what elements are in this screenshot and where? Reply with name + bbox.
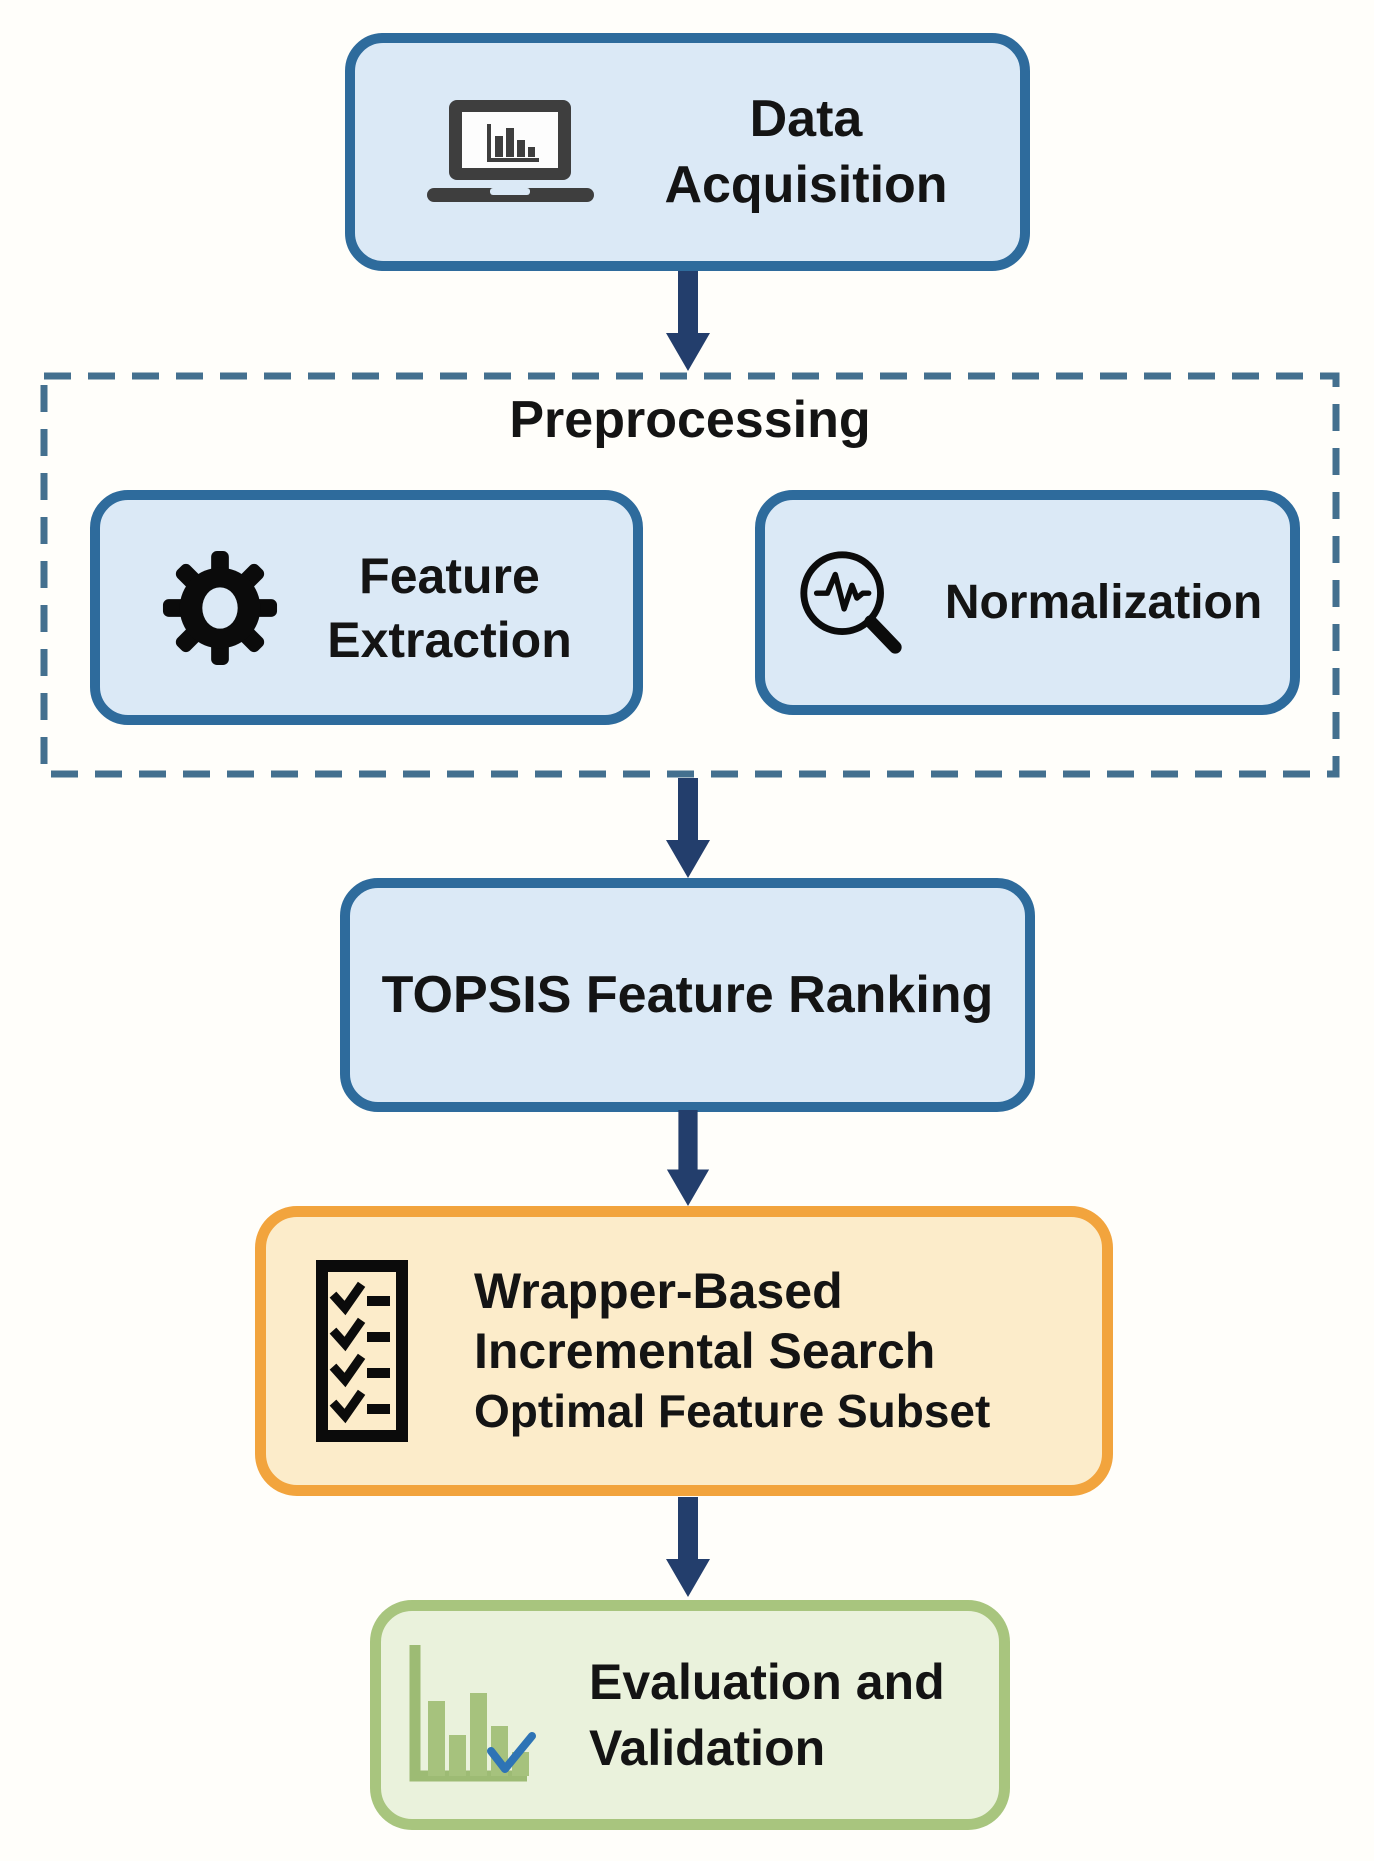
node-label: Feature Extraction: [327, 544, 572, 672]
node-wrapper-incremental-search: Wrapper-Based Incremental Search Optimal…: [255, 1206, 1113, 1496]
flow-arrow-3: [666, 1110, 710, 1206]
label-line: Feature: [359, 547, 540, 604]
gear-icon: [161, 546, 279, 670]
node-normalization: Normalization: [755, 490, 1300, 715]
node-topsis-feature-ranking: TOPSIS Feature Ranking: [340, 878, 1035, 1112]
node-label: Data Acquisition: [664, 86, 947, 218]
node-label: TOPSIS Feature Ranking: [381, 966, 994, 1024]
preprocessing-group-border: [40, 372, 1340, 778]
preprocessing-group-title: Preprocessing: [509, 391, 871, 449]
flow-arrow-1: [666, 271, 710, 371]
laptop-bar-chart-icon: [427, 100, 595, 204]
label-line: Extraction: [327, 611, 572, 668]
label-line: Incremental Search: [474, 1323, 936, 1379]
label-line: Acquisition: [664, 156, 948, 214]
label-line: Optimal Feature Subset: [474, 1385, 991, 1437]
node-data-acquisition: Data Acquisition: [345, 33, 1030, 271]
bar-chart-checkmark-icon: [405, 1639, 537, 1791]
node-label: Wrapper-Based Incremental Search Optimal…: [474, 1261, 990, 1441]
node-evaluation-validation: Evaluation and Validation: [370, 1600, 1010, 1830]
flow-arrow-4: [666, 1497, 710, 1597]
node-label: Normalization: [944, 576, 1263, 629]
label-line: Wrapper-Based: [474, 1263, 843, 1319]
label-line: Evaluation and: [589, 1654, 945, 1710]
label-line: Data: [749, 90, 863, 148]
label-line: Validation: [589, 1720, 826, 1776]
node-label: Evaluation and Validation: [589, 1649, 945, 1781]
flow-arrow-2: [666, 778, 710, 878]
checklist-icon: [314, 1258, 410, 1444]
magnifier-waveform-icon: [793, 544, 911, 662]
node-feature-extraction: Feature Extraction: [90, 490, 643, 725]
